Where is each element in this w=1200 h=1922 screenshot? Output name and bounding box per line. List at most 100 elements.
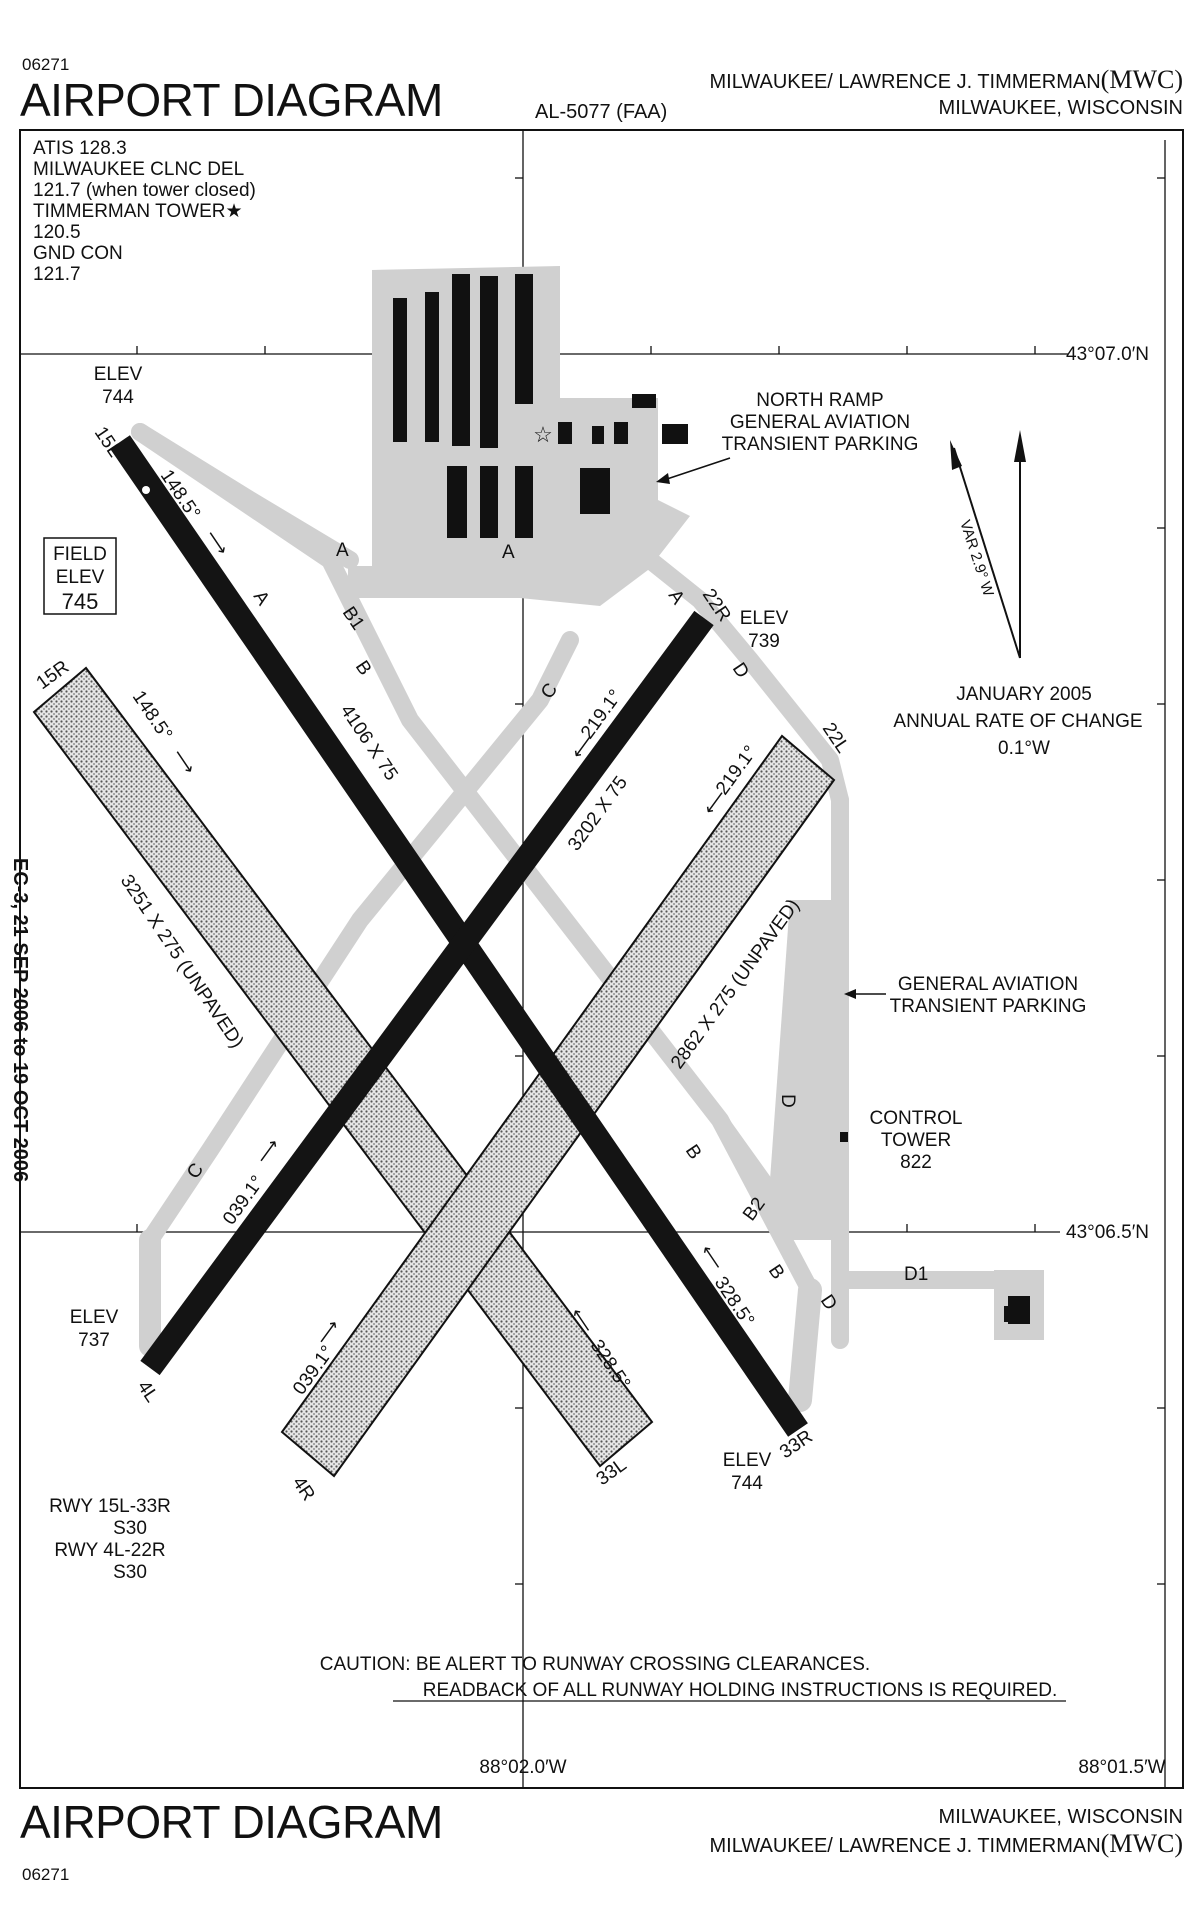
elev-33R-label: ELEV — [723, 1450, 772, 1471]
north-arrow: VAR 2.9° W JANUARY 2005 ANNUAL RATE OF C… — [893, 430, 1143, 759]
coordinates: 43°07.0′N 43°06.5′N 88°02.0′W 88°01.5′W — [479, 344, 1165, 1778]
runway-4R-22L — [280, 734, 836, 1478]
rwy-info-line-2: S30 — [113, 1518, 147, 1539]
page-title: AIRPORT DIAGRAM — [20, 74, 443, 126]
footer-airport-name-line: MILWAUKEE/ LAWRENCE J. TIMMERMAN(MWC) — [710, 1829, 1183, 1858]
freq-line-4: TIMMERMAN TOWER★ — [33, 201, 243, 222]
magnetic-north-arrow-icon — [950, 440, 962, 470]
twy-label-a-1: A — [336, 540, 349, 561]
runway-end-elevations: ELEV 744 ELEV 739 ELEV 737 ELEV 744 — [70, 364, 789, 1494]
footer: AIRPORT DIAGRAM 06271 MILWAUKEE, WISCONS… — [20, 1796, 1183, 1884]
footer-title: AIRPORT DIAGRAM — [20, 1796, 443, 1848]
rwy-end-4R: 4R — [288, 1473, 319, 1505]
field-elev-label-1: FIELD — [53, 544, 107, 565]
ramp-west-edge — [372, 270, 392, 560]
ga-parking-note: GENERAL AVIATION TRANSIENT PARKING — [844, 974, 1086, 1017]
twy-label-b-2: B — [681, 1141, 706, 1163]
elev-4L-label: ELEV — [70, 1307, 119, 1328]
twy-label-b-1: B — [351, 657, 376, 679]
twy-label-a-3: A — [249, 587, 274, 610]
rwy-info-line-4: S30 — [113, 1562, 147, 1583]
annual-rate-value: 0.1°W — [998, 738, 1050, 759]
control-tower-line-3: 822 — [900, 1152, 932, 1173]
footer-airport-id: (MWC) — [1101, 1829, 1183, 1858]
runway-strength-note: RWY 15L-33R S30 RWY 4L-22R S30 — [49, 1496, 171, 1583]
taxiway-c — [141, 631, 579, 1249]
north-ramp-arrow-icon — [656, 473, 670, 484]
lat-top: 43°07.0′N — [1066, 344, 1149, 365]
elev-15L-label: ELEV — [94, 364, 143, 385]
elev-22R-label: ELEV — [740, 608, 789, 629]
twy-label-d1: D1 — [904, 1264, 928, 1285]
rwy-4R-heading-arrow: ⟶ — [312, 1316, 343, 1349]
field-elevation-box: FIELD ELEV 745 — [43, 537, 117, 615]
footer-volume-code: 06271 — [22, 1865, 69, 1884]
freq-line-1: ATIS 128.3 — [33, 138, 127, 159]
control-tower-line-1: CONTROL — [870, 1108, 963, 1129]
runway-15R-33L — [32, 666, 654, 1468]
north-ramp-line-2: GENERAL AVIATION — [730, 412, 910, 433]
twy-label-a-2: A — [502, 542, 515, 563]
footer-location: MILWAUKEE, WISCONSIN — [939, 1806, 1183, 1828]
airport-name-line: MILWAUKEE/ LAWRENCE J. TIMMERMAN(MWC) — [710, 65, 1183, 94]
rwy-4L-heading-arrow: ⟶ — [252, 1135, 283, 1168]
control-tower-building — [840, 1132, 848, 1142]
runway-15R-33L-surface — [32, 666, 654, 1468]
airport-id: (MWC) — [1101, 65, 1183, 94]
airport-name: MILWAUKEE/ LAWRENCE J. TIMMERMAN — [710, 71, 1101, 93]
freq-line-2: MILWAUKEE CLNC DEL — [33, 159, 244, 180]
ga-parking-arrow-icon — [844, 989, 856, 999]
taxiway-south-stub — [788, 1278, 822, 1412]
runway-4L-22R — [140, 610, 714, 1376]
twy-label-d-2: D — [777, 1094, 798, 1108]
lon-right: 88°01.5′W — [1078, 1757, 1165, 1778]
hangars — [393, 274, 1030, 1324]
chart-frame — [19, 129, 1184, 1789]
rwy-15R-heading-arrow: ⟶ — [169, 745, 200, 778]
footer-airport-name: MILWAUKEE/ LAWRENCE J. TIMMERMAN — [710, 1835, 1101, 1857]
taxiway-a-west — [131, 423, 359, 569]
elev-22R-value: 739 — [748, 631, 780, 652]
control-tower-line-2: TOWER — [881, 1130, 951, 1151]
chart-number: AL-5077 (FAA) — [535, 101, 667, 123]
lon-left: 88°02.0′W — [479, 1757, 566, 1778]
elev-33R-value: 744 — [731, 1473, 763, 1494]
field-elev-label-2: ELEV — [56, 567, 105, 588]
elev-4L-value: 737 — [78, 1330, 110, 1351]
lat-bottom: 43°06.5′N — [1066, 1222, 1149, 1243]
freq-line-6: GND CON — [33, 243, 123, 264]
rwy-info-line-3: RWY 4L-22R — [54, 1540, 165, 1561]
runway-4R-22L-surface — [280, 734, 836, 1478]
frequency-box: ATIS 128.3 MILWAUKEE CLNC DEL 121.7 (whe… — [33, 138, 256, 285]
twy-label-b-3: B — [764, 1261, 789, 1283]
annual-rate-label: ANNUAL RATE OF CHANGE — [893, 711, 1142, 732]
elev-15L-value: 744 — [102, 387, 134, 408]
field-elev-point — [142, 486, 150, 494]
variation-date: JANUARY 2005 — [956, 684, 1092, 705]
rwy-end-4L: 4L — [133, 1377, 162, 1406]
freq-line-3: 121.7 (when tower closed) — [33, 180, 256, 201]
rwy-end-33R: 33R — [776, 1426, 817, 1463]
caution-line-1: CAUTION: BE ALERT TO RUNWAY CROSSING CLE… — [320, 1654, 870, 1675]
ga-transient-apron — [770, 900, 845, 1240]
freq-line-5: 120.5 — [33, 222, 81, 243]
north-ramp-note: NORTH RAMP GENERAL AVIATION TRANSIENT PA… — [656, 390, 918, 484]
volume-code: 06271 — [22, 55, 69, 74]
caution-line-2: READBACK OF ALL RUNWAY HOLDING INSTRUCTI… — [423, 1680, 1058, 1701]
freq-line-7: 121.7 — [33, 264, 81, 285]
taxiway-d-north — [641, 551, 849, 809]
rwy-info-line-1: RWY 15L-33R — [49, 1496, 171, 1517]
control-tower-note: CONTROL TOWER 822 — [870, 1108, 963, 1173]
ga-parking-line-2: TRANSIENT PARKING — [890, 996, 1087, 1017]
true-north-arrow-icon — [1014, 430, 1026, 462]
field-elev-value: 745 — [62, 589, 99, 614]
variation-label: VAR 2.9° W — [956, 518, 997, 599]
caution-note: CAUTION: BE ALERT TO RUNWAY CROSSING CLE… — [320, 1654, 1066, 1702]
tower-star-icon: ☆ — [533, 422, 553, 447]
grid-ticks — [136, 177, 1165, 1585]
north-ramp-line-1: NORTH RAMP — [756, 390, 883, 411]
header: 06271 AIRPORT DIAGRAM AL-5077 (FAA) MILW… — [20, 55, 1183, 126]
ga-parking-line-1: GENERAL AVIATION — [898, 974, 1078, 995]
location: MILWAUKEE, WISCONSIN — [939, 97, 1183, 119]
